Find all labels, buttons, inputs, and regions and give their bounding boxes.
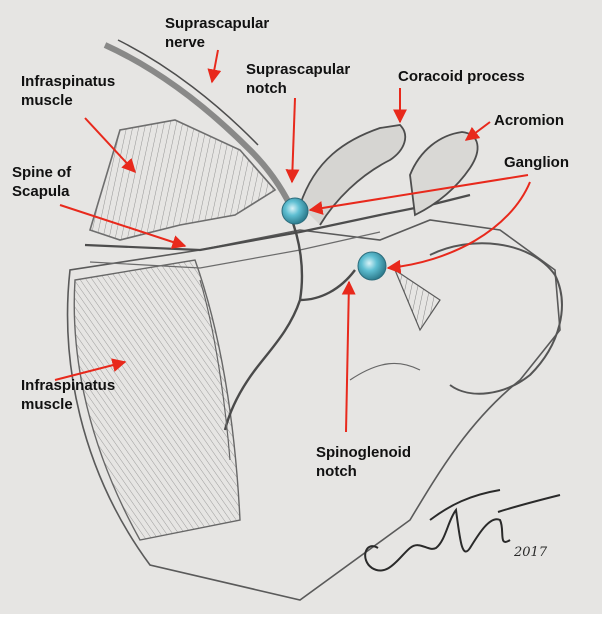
label-infraspinatus-upper: Infraspinatus muscle xyxy=(21,72,115,110)
label-spine-of-scapula: Spine of Scapula xyxy=(12,163,71,201)
ganglion-lower xyxy=(358,252,386,280)
ganglion-upper xyxy=(282,198,308,224)
label-ganglion: Ganglion xyxy=(504,153,569,172)
label-spinoglenoid-notch: Spinoglenoid notch xyxy=(316,443,411,481)
label-suprascapular-nerve: Suprascapular nerve xyxy=(165,14,269,52)
label-coracoid-process: Coracoid process xyxy=(398,67,525,86)
label-suprascapular-notch: Suprascapular notch xyxy=(246,60,350,98)
signature-year: 2017 xyxy=(514,543,547,562)
label-infraspinatus-lower: Infraspinatus muscle xyxy=(21,376,115,414)
label-acromion: Acromion xyxy=(494,111,564,130)
